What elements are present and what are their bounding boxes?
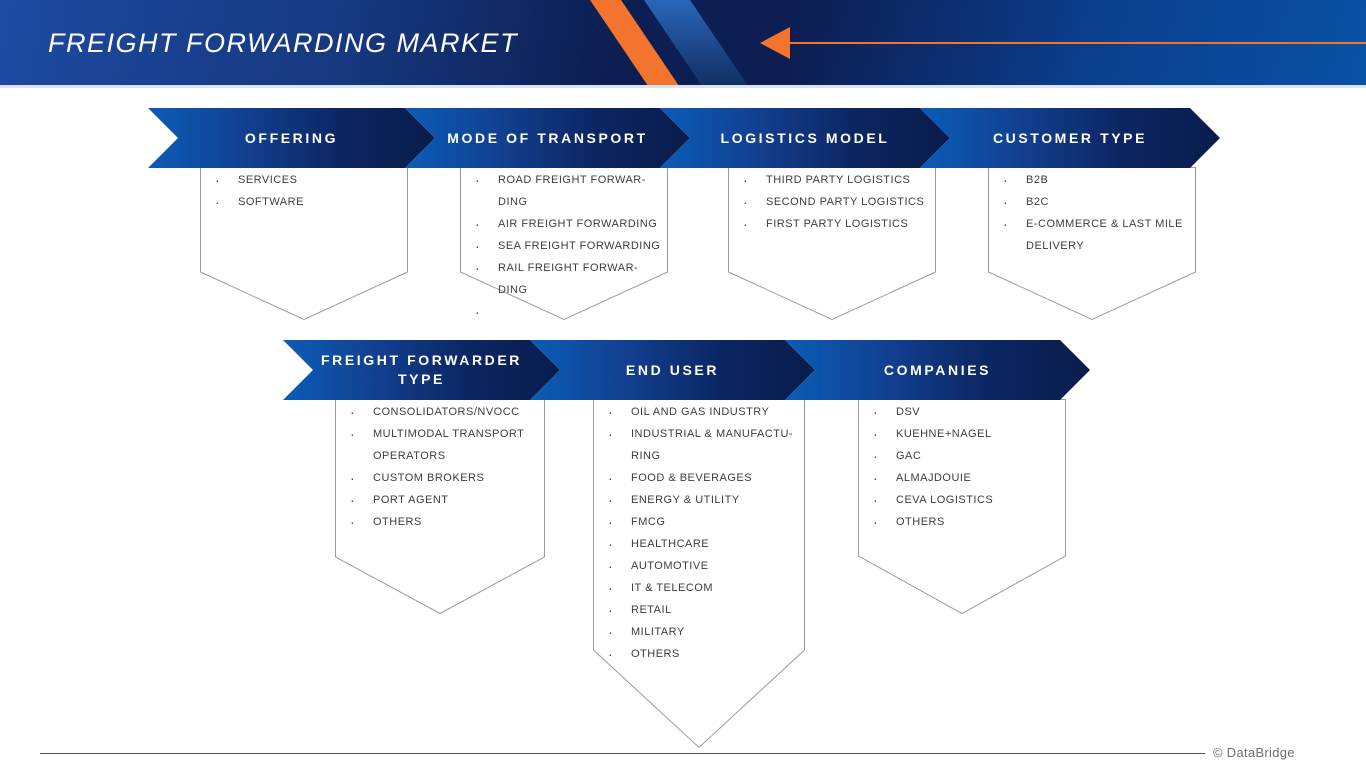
list-item: OTHERS: [335, 511, 545, 533]
list-item: ENERGY & UTILITY: [593, 489, 805, 511]
segment-box-logistics-model: THIRD PARTY LOGISTICS SECOND PARTY LOGIS…: [728, 167, 936, 321]
list-item: SEA FREIGHT FORWARDING: [460, 235, 668, 257]
list-item: SOFTWARE: [200, 191, 408, 213]
segment-banner-freight-forwarder-type: FREIGHT FORWARDER TYPE: [283, 340, 560, 400]
list-item: THIRD PARTY LOGISTICS: [728, 169, 936, 191]
segment-banner-label: OFFERING: [244, 129, 339, 146]
footer-divider-line: [40, 753, 1205, 754]
list-item: OTHERS: [593, 643, 805, 665]
segment-box-end-user: OIL AND GAS INDUSTRY INDUSTRIAL & MANUFA…: [593, 399, 805, 749]
segment-list-freight-forwarder-type: CONSOLIDATORS/NVOCC MULTIMODAL TRANSPORT…: [335, 401, 545, 533]
list-item: ROAD FREIGHT FORWAR- DING: [460, 169, 668, 213]
list-item: CEVA LOGISTICS: [858, 489, 1066, 511]
list-item: MULTIMODAL TRANSPORT OPERATORS: [335, 423, 545, 467]
segment-banner-end-user: END USER: [530, 340, 815, 400]
list-item: AUTOMOTIVE: [593, 555, 805, 577]
segment-banner-logistics-model: LOGISTICS MODEL: [660, 108, 950, 168]
segment-list-mode-of-transport: ROAD FREIGHT FORWAR- DING AIR FREIGHT FO…: [460, 169, 668, 323]
list-item: INDUSTRIAL & MANUFACTU- RING: [593, 423, 805, 467]
list-item: PORT AGENT: [335, 489, 545, 511]
list-item: RAIL FREIGHT FORWAR- DING: [460, 257, 668, 301]
segment-list-companies: DSV KUEHNE+NAGEL GAC ALMAJDOUIE CEVA LOG…: [858, 401, 1066, 533]
segment-banner-label: FREIGHT FORWARDER TYPE: [320, 352, 523, 387]
segment-banner-label: MODE OF TRANSPORT: [447, 129, 648, 146]
list-item: CONSOLIDATORS/NVOCC: [335, 401, 545, 423]
segment-box-customer-type: B2B B2C E-COMMERCE & LAST MILE DELIVERY: [988, 167, 1196, 321]
segment-banner-companies: COMPANIES: [785, 340, 1090, 400]
list-item: FOOD & BEVERAGES: [593, 467, 805, 489]
segment-banner-label: LOGISTICS MODEL: [720, 129, 890, 146]
list-item: AIR FREIGHT FORWARDING: [460, 213, 668, 235]
segment-box-mode-of-transport: ROAD FREIGHT FORWAR- DING AIR FREIGHT FO…: [460, 167, 668, 323]
list-item: SECOND PARTY LOGISTICS: [728, 191, 936, 213]
list-item: HEALTHCARE: [593, 533, 805, 555]
list-item: IT & TELECOM: [593, 577, 805, 599]
segment-list-customer-type: B2B B2C E-COMMERCE & LAST MILE DELIVERY: [988, 169, 1196, 257]
segment-box-freight-forwarder-type: CONSOLIDATORS/NVOCC MULTIMODAL TRANSPORT…: [335, 399, 545, 615]
footer-credit: © DataBridge: [1213, 745, 1295, 760]
list-item: GAC: [858, 445, 1066, 467]
list-item: ALMAJDOUIE: [858, 467, 1066, 489]
list-item: OTHERS: [858, 511, 1066, 533]
list-item: SERVICES: [200, 169, 408, 191]
list-item: DSV: [858, 401, 1066, 423]
list-item: E-COMMERCE & LAST MILE DELIVERY: [988, 213, 1196, 257]
list-item: FMCG: [593, 511, 805, 533]
segment-banner-label: COMPANIES: [883, 361, 992, 378]
list-item: CUSTOM BROKERS: [335, 467, 545, 489]
header-band: FREIGHT FORWARDING MARKET: [0, 0, 1366, 88]
list-item: B2B: [988, 169, 1196, 191]
segment-box-offering: SERVICES SOFTWARE: [200, 167, 408, 321]
arrow-line: [788, 42, 1366, 44]
segment-banner-label: END USER: [625, 361, 720, 378]
list-item: FIRST PARTY LOGISTICS: [728, 213, 936, 235]
list-item: B2C: [988, 191, 1196, 213]
segment-list-logistics-model: THIRD PARTY LOGISTICS SECOND PARTY LOGIS…: [728, 169, 936, 235]
page-title: FREIGHT FORWARDING MARKET: [48, 28, 519, 58]
segment-banner-label: CUSTOMER TYPE: [992, 129, 1148, 146]
list-item: MILITARY: [593, 621, 805, 643]
list-item: KUEHNE+NAGEL: [858, 423, 1066, 445]
segment-banner-mode-of-transport: MODE OF TRANSPORT: [405, 108, 690, 168]
segment-banner-offering: OFFERING: [148, 108, 435, 168]
list-item: RETAIL: [593, 599, 805, 621]
arrow-left-icon: [760, 27, 790, 59]
list-item: OIL AND GAS INDUSTRY: [593, 401, 805, 423]
segment-list-end-user: OIL AND GAS INDUSTRY INDUSTRIAL & MANUFA…: [593, 401, 805, 665]
segment-list-offering: SERVICES SOFTWARE: [200, 169, 408, 213]
segment-box-companies: DSV KUEHNE+NAGEL GAC ALMAJDOUIE CEVA LOG…: [858, 399, 1066, 615]
segment-banner-customer-type: CUSTOMER TYPE: [920, 108, 1220, 168]
